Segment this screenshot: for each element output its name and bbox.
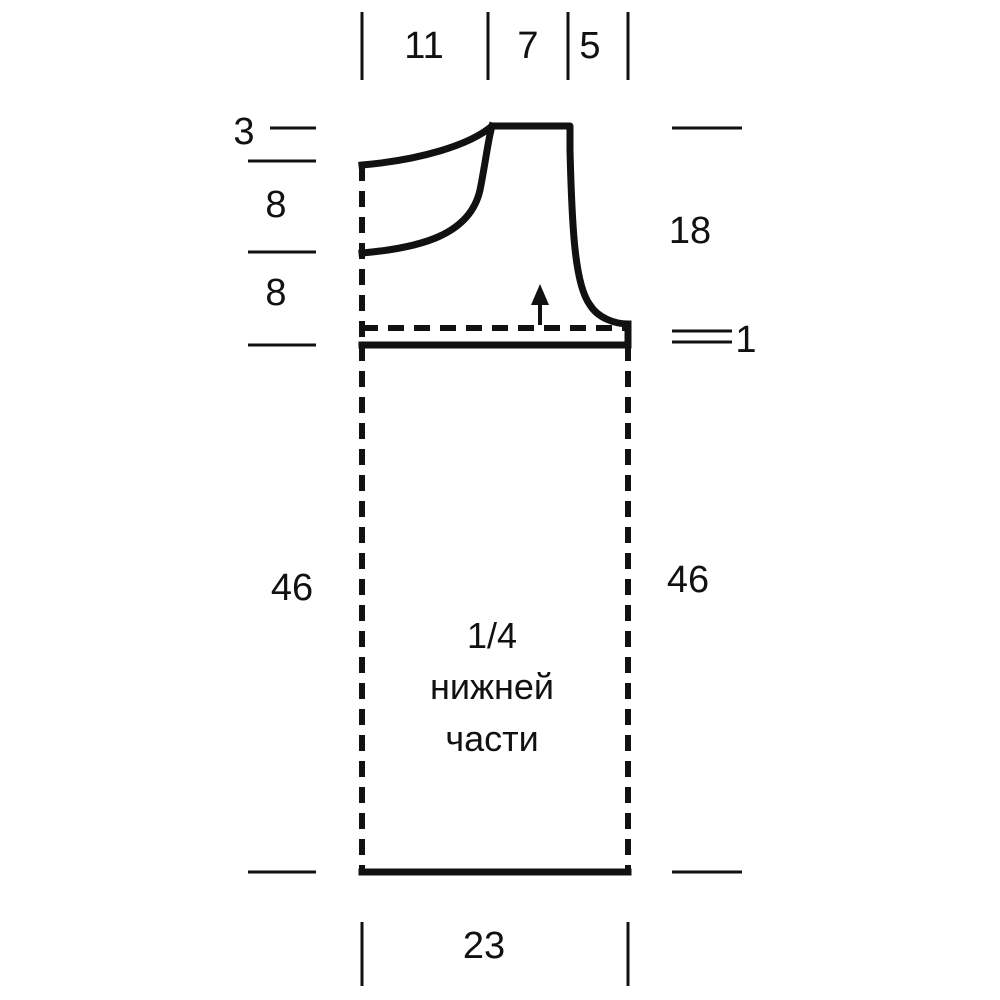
- label-left-top: 3: [233, 111, 254, 153]
- label-right-upper: 18: [669, 210, 711, 252]
- label-top-width-3: 5: [579, 25, 600, 67]
- armhole-outline: [358, 121, 497, 257]
- label-left-lower: 8: [265, 272, 286, 314]
- label-right-body: 46: [667, 559, 709, 601]
- label-top-width-2: 7: [517, 25, 538, 67]
- label-bottom-width: 23: [463, 925, 505, 967]
- bottom-dimension-ticks: [360, 922, 630, 986]
- label-top-width-1: 11: [404, 25, 443, 67]
- left-dimension-ticks: [248, 126, 316, 874]
- panel-label-fraction: 1/4: [467, 615, 517, 656]
- upper-outline: [358, 122, 632, 328]
- top-dimension-ticks: [360, 12, 630, 80]
- arrow-up-icon: [531, 284, 549, 325]
- label-left-body: 46: [271, 567, 313, 609]
- label-right-small: 1: [735, 319, 756, 361]
- label-left-upper: 8: [265, 184, 286, 226]
- panel-label-part-2: части: [445, 718, 538, 759]
- panel-label-part-1: нижней: [430, 666, 554, 707]
- right-dimension-ticks: [672, 126, 742, 874]
- arrow-head: [531, 284, 549, 305]
